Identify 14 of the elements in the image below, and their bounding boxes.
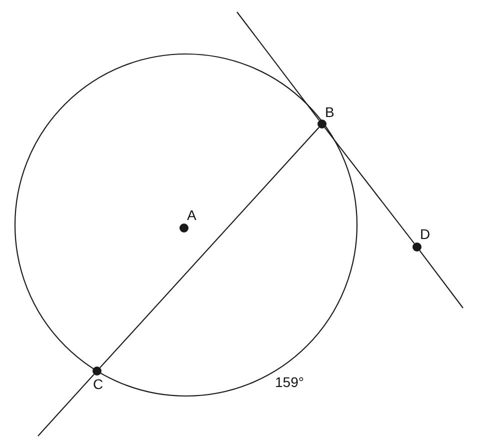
line-segment xyxy=(236,12,320,121)
point-dot xyxy=(180,224,188,232)
point-label: D xyxy=(420,227,430,241)
point-label: A xyxy=(187,208,196,222)
line-segment xyxy=(38,374,94,436)
line-segment xyxy=(324,127,415,244)
point-label: C xyxy=(93,377,104,391)
point-dot xyxy=(412,242,422,252)
point-label: B xyxy=(325,105,334,119)
line-segment xyxy=(100,126,320,368)
point-dot xyxy=(318,120,326,128)
arc-measure: 159° xyxy=(275,375,304,389)
line-segment xyxy=(419,250,464,308)
point-dot xyxy=(92,366,102,376)
